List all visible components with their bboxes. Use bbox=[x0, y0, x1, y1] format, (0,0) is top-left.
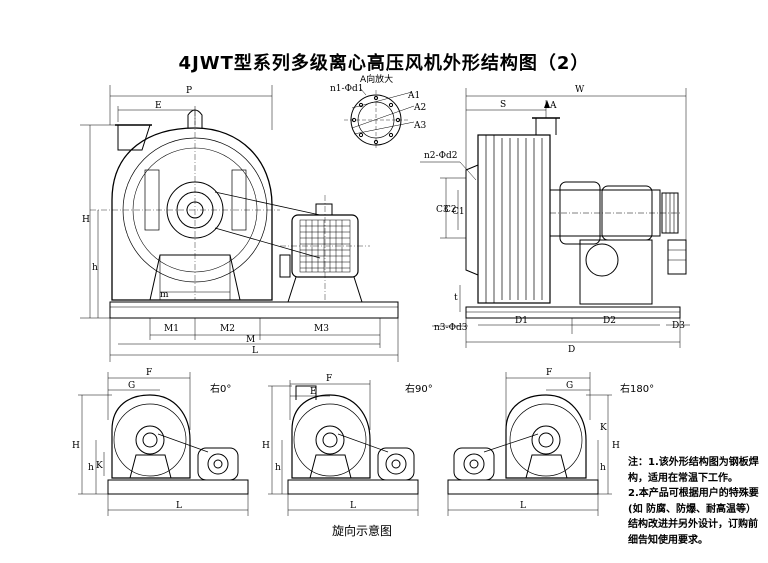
dim-p: P bbox=[186, 86, 192, 96]
dim-m2: M2 bbox=[220, 324, 235, 334]
sv1-dim-f: F bbox=[146, 368, 152, 378]
sv1-dim-k: K bbox=[96, 461, 103, 471]
sv1-dim-h: H bbox=[72, 441, 80, 451]
view-a-label: A向放大 bbox=[360, 75, 394, 85]
rotation-label-right180: 右180° bbox=[620, 384, 655, 395]
rotation-label-right90: 右90° bbox=[405, 384, 433, 395]
dim-m-total: M bbox=[246, 335, 255, 345]
rotation-label-right0: 右0° bbox=[210, 384, 232, 395]
dim-c2: C2 bbox=[444, 205, 457, 215]
dim-c3: C3 bbox=[436, 205, 449, 215]
dim-m: m bbox=[160, 290, 169, 300]
side-view bbox=[420, 88, 690, 348]
page-title: 4JWT型系列多级离心高压风机外形结构图（2） bbox=[178, 53, 590, 74]
view-a-a3: A3 bbox=[413, 121, 426, 131]
note-line: 结构改进并另外设计，订购前 bbox=[628, 519, 758, 530]
dim-t: t bbox=[454, 293, 458, 303]
leader-n2: n2-Φd2 bbox=[424, 151, 457, 161]
dim-c1: C1 bbox=[452, 207, 465, 217]
sv2-dim-e: E bbox=[310, 387, 317, 397]
view-a-flange bbox=[344, 87, 415, 150]
view-a-leader: n1-Φd1 bbox=[330, 84, 363, 94]
rotation-caption: 旋向示意图 bbox=[332, 524, 393, 538]
sv1-dim-g: G bbox=[128, 381, 135, 391]
dim-m1: M1 bbox=[164, 324, 179, 334]
dim-h: H bbox=[82, 215, 90, 225]
dim-d3: D3 bbox=[672, 321, 685, 331]
leader-n3: n3-Φd3 bbox=[434, 323, 468, 333]
dim-d1: D1 bbox=[515, 316, 528, 326]
dim-m3: M3 bbox=[314, 324, 329, 334]
sv3-dim-f: F bbox=[546, 368, 552, 378]
dim-h-low: h bbox=[92, 263, 98, 273]
dim-s: S bbox=[500, 100, 506, 110]
sv3-dim-h: H bbox=[612, 441, 620, 451]
sv2-dim-l: L bbox=[350, 501, 356, 511]
dim-w: W bbox=[575, 85, 585, 95]
small-view-right180 bbox=[447, 372, 612, 516]
sv1-dim-h-low: h bbox=[88, 463, 94, 473]
notes-block: 注：1.该外形结构图为钢板焊 构，适用在常温下工作。 2.本产品可根据用户的特殊… bbox=[628, 455, 768, 548]
sv2-dim-h-low: h bbox=[275, 463, 281, 473]
sv3-dim-g: G bbox=[566, 381, 573, 391]
note-line: 2.本产品可根据用户的特殊要 bbox=[628, 488, 759, 499]
sv3-dim-l: L bbox=[520, 501, 526, 511]
sv3-dim-h-low: h bbox=[600, 463, 606, 473]
dim-a: A bbox=[549, 101, 557, 111]
note-line: (如 防腐、防爆、耐高温等） bbox=[628, 503, 757, 515]
note-line: 细告知使用要求。 bbox=[628, 534, 708, 546]
note-line: 注：1.该外形结构图为钢板焊 bbox=[628, 457, 759, 468]
sv1-dim-l: L bbox=[176, 501, 182, 511]
sv3-dim-k: K bbox=[600, 423, 607, 433]
main-front-view bbox=[80, 85, 399, 362]
view-a-a1: A1 bbox=[407, 91, 420, 101]
small-view-right90 bbox=[268, 380, 419, 516]
dim-d: D bbox=[568, 345, 575, 355]
dim-d2: D2 bbox=[603, 316, 616, 326]
view-a-a2: A2 bbox=[413, 103, 426, 113]
small-view-right0 bbox=[78, 372, 249, 516]
note-line: 构，适用在常温下工作。 bbox=[628, 472, 738, 484]
sv2-dim-f: F bbox=[326, 374, 332, 384]
dim-l: L bbox=[252, 346, 258, 356]
dim-e: E bbox=[155, 101, 162, 111]
sv2-dim-h: H bbox=[262, 441, 270, 451]
